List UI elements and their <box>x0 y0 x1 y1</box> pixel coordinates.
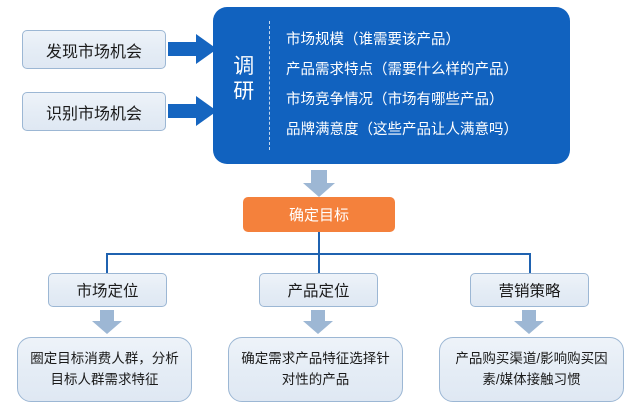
connector-branch-1-stem <box>318 253 320 275</box>
branch-detail-label-2: 产品购买渠道/影响购买因素/媒体接触习惯 <box>455 351 608 387</box>
goal-box[interactable]: 确定目标 <box>243 197 395 232</box>
connector-branch-0-stem <box>106 253 108 275</box>
connector-goal-stem <box>318 232 320 254</box>
goal-box-label: 确定目标 <box>288 207 349 224</box>
research-item-1: 产品需求特点（需要什么样的产品） <box>286 62 518 78</box>
source-box-identify[interactable]: 识别市场机会 <box>22 92 166 131</box>
branch-detail-label-0: 圈定目标消费人群，分析目标人群需求特征 <box>30 351 179 387</box>
connector-branch-2-stem <box>529 253 531 275</box>
research-item-3: 品牌满意度（这些产品让人满意吗） <box>286 122 518 138</box>
arrow-right-icon-identify <box>168 95 218 127</box>
research-panel-vertical-label: 调 研 <box>227 55 261 105</box>
research-item-2: 市场竞争情况（市场有哪些产品） <box>286 92 504 108</box>
arrow-down-icon-to-goal <box>302 170 336 198</box>
arrow-down-icon-branch-2 <box>513 310 545 335</box>
branch-detail-label-1: 确定需求产品特征选择针对性的产品 <box>241 351 390 387</box>
research-panel: 调 研 市场规模（谁需要该产品） 产品需求特点（需要什么样的产品） 市场竞争情况… <box>213 7 570 164</box>
branch-title-box-2[interactable]: 营销策略 <box>470 273 589 307</box>
branch-title-label-2: 营销策略 <box>498 283 561 300</box>
source-box-identify-label: 识别市场机会 <box>45 105 142 123</box>
branch-detail-box-0[interactable]: 圈定目标消费人群，分析目标人群需求特征 <box>17 337 192 402</box>
branch-detail-box-2[interactable]: 产品购买渠道/影响购买因素/媒体接触习惯 <box>439 337 624 402</box>
branch-title-label-0: 市场定位 <box>76 283 139 300</box>
vertical-label-char-1: 调 <box>233 55 255 78</box>
research-item-0: 市场规模（谁需要该产品） <box>286 32 460 48</box>
branch-detail-box-1[interactable]: 确定需求产品特征选择针对性的产品 <box>228 337 403 402</box>
panel-divider <box>269 21 270 150</box>
source-box-discover[interactable]: 发现市场机会 <box>22 30 166 69</box>
branch-title-box-0[interactable]: 市场定位 <box>48 273 167 307</box>
vertical-label-char-2: 研 <box>233 79 255 103</box>
arrow-down-icon-branch-1 <box>302 310 334 335</box>
research-items-list: 市场规模（谁需要该产品） 产品需求特点（需要什么样的产品） 市场竞争情况（市场有… <box>286 28 562 139</box>
arrow-right-icon-discover <box>168 33 218 65</box>
branch-title-box-1[interactable]: 产品定位 <box>259 273 378 307</box>
arrow-down-icon-branch-0 <box>91 310 123 335</box>
branch-title-label-1: 产品定位 <box>287 283 350 300</box>
source-box-discover-label: 发现市场机会 <box>45 43 142 61</box>
